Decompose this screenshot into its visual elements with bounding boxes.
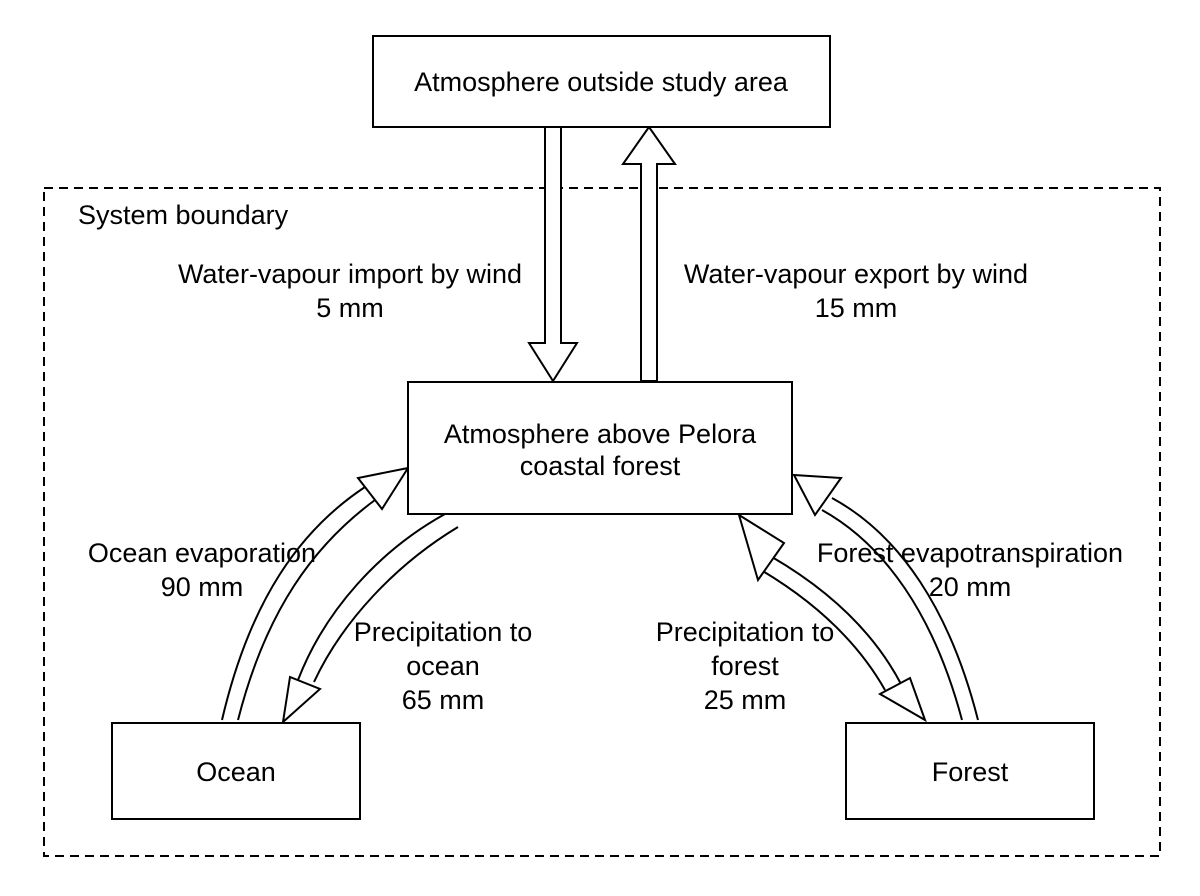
system-boundary	[43, 187, 1161, 857]
node-forest: Forest	[845, 722, 1095, 820]
ocean-evaporation-label: Ocean evaporation	[88, 538, 316, 568]
precipitation-to-ocean-arrow	[281, 513, 459, 725]
import-arrow	[527, 126, 579, 383]
precipitation-to-forest-label-line1: Precipitation to	[656, 617, 835, 647]
precipitation-to-forest-amount: 25 mm	[704, 685, 787, 715]
forest-evapotranspiration-label: Forest evapotranspiration	[817, 538, 1123, 568]
export-label: Water-vapour export by wind	[684, 259, 1028, 289]
node-atmosphere-label-line2: coastal forest	[520, 451, 681, 481]
node-ocean: Ocean	[111, 722, 361, 820]
node-forest-label: Forest	[932, 757, 1009, 787]
node-ocean-label: Ocean	[196, 757, 276, 787]
ocean-evaporation-arrow	[221, 466, 411, 721]
forest-evapotranspiration-amount: 20 mm	[929, 572, 1012, 602]
system-boundary-label: System boundary	[78, 200, 289, 230]
precipitation-to-forest-label-line2: forest	[711, 651, 779, 681]
forest-evapotranspiration-arrow	[792, 473, 979, 721]
node-outside-atmosphere: Atmosphere outside study area	[372, 35, 831, 128]
import-amount: 5 mm	[316, 293, 384, 323]
precipitation-to-ocean-label-line2: ocean	[406, 651, 480, 681]
node-atmosphere-above-forest: Atmosphere above Pelora coastal forest	[407, 381, 793, 515]
precipitation-to-forest-arrow	[737, 512, 927, 723]
precipitation-to-ocean-amount: 65 mm	[402, 685, 485, 715]
import-label: Water-vapour import by wind	[178, 259, 522, 289]
ocean-evaporation-amount: 90 mm	[161, 572, 244, 602]
node-atmosphere-label-line1: Atmosphere above Pelora	[444, 419, 757, 449]
export-amount: 15 mm	[815, 293, 898, 323]
export-arrow	[621, 125, 677, 382]
node-outside-atmosphere-label: Atmosphere outside study area	[414, 67, 789, 97]
precipitation-to-ocean-label-line1: Precipitation to	[354, 617, 533, 647]
